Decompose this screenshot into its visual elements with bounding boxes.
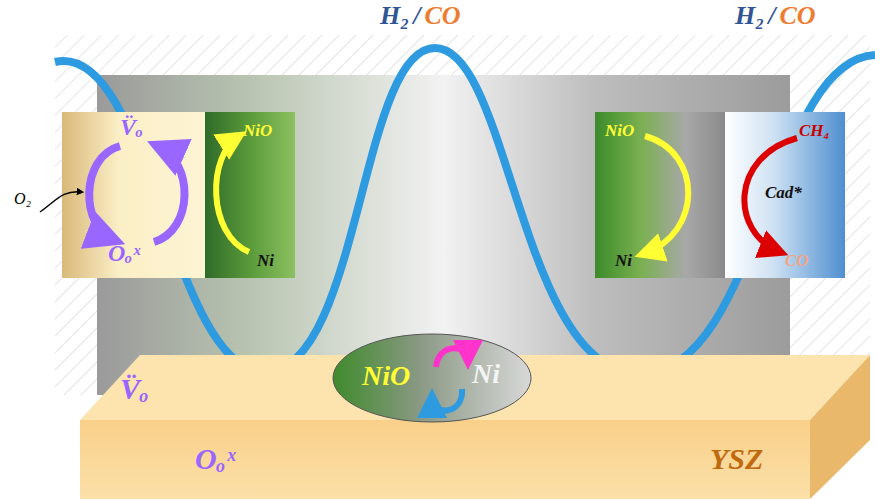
- product-label: H₂: [735, 2, 764, 31]
- lattice-oxygen-symbol: Oₒˣ: [108, 240, 141, 266]
- product-label: CO: [425, 2, 461, 31]
- product-label: /: [768, 2, 775, 31]
- species-label: Ni: [257, 252, 274, 271]
- species-label: NiO: [362, 361, 410, 392]
- product-label: CO: [780, 2, 816, 31]
- methane-oxidation-panel: CH₄ Cad* CO: [725, 112, 845, 278]
- vacancy-symbol: V̈ₒ: [120, 114, 143, 140]
- species-label: CH₄: [799, 122, 830, 141]
- species-label: Ni: [615, 252, 632, 271]
- nickel-oxidation-panel: NiO Ni: [205, 112, 295, 278]
- species-label: Ni: [472, 359, 500, 390]
- vacancy-symbol: V̈ₒ: [120, 372, 149, 405]
- gas-label: O₂: [14, 190, 31, 208]
- lattice-oxygen-symbol: Oₒˣ: [195, 442, 236, 475]
- product-group: H₂/CO: [380, 2, 461, 31]
- product-label: /: [413, 2, 420, 31]
- product-group: H₂/CO: [735, 2, 816, 31]
- wave-curve: [55, 48, 875, 374]
- species-label: CO: [785, 252, 809, 271]
- species-label: NiO: [243, 122, 272, 141]
- material-label: YSZ: [710, 442, 763, 475]
- nickel-reduction-panel: NiO Ni: [595, 112, 725, 278]
- vacancy-panel: V̈ₒOₒˣ: [62, 112, 205, 278]
- nickel-particle: NiO Ni: [332, 333, 532, 423]
- species-label: NiO: [605, 122, 634, 141]
- product-label: H₂: [380, 2, 409, 31]
- adsorbed-carbon-label: Cad*: [765, 184, 802, 203]
